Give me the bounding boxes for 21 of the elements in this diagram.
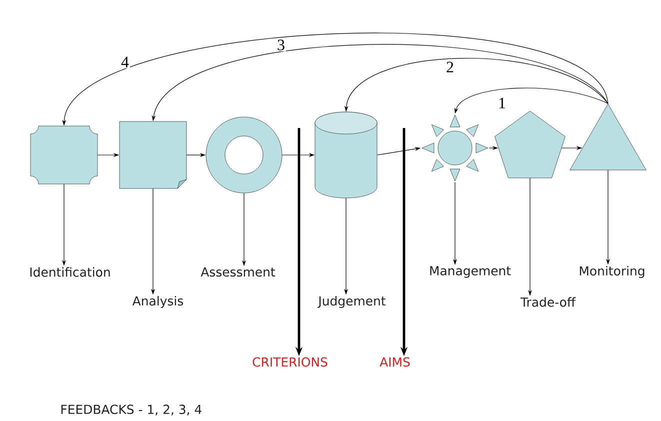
step-label: Identification xyxy=(30,267,110,277)
step-label: Assessment xyxy=(200,267,276,277)
requirement-label: CRITERIONS xyxy=(252,357,328,367)
folded-note-shape xyxy=(119,121,187,189)
step-label: Monitoring xyxy=(580,266,644,278)
edge-label: 2 xyxy=(445,60,455,74)
edge-label: 3 xyxy=(276,38,286,52)
edge-label: 4 xyxy=(120,56,130,68)
step-label: Management xyxy=(430,266,511,278)
step-label: Analysis xyxy=(132,296,184,308)
cylinder-shape xyxy=(314,112,378,198)
pentagon-shape xyxy=(494,110,566,178)
plaque-shape xyxy=(30,126,98,184)
step-label: Trade-off xyxy=(520,297,576,307)
edge-label: 1 xyxy=(497,96,507,110)
triangle-shape xyxy=(570,104,646,170)
ring-shape xyxy=(206,116,282,194)
sun-shape xyxy=(422,114,488,182)
requirement-label: AIMS xyxy=(380,357,410,367)
step-label: Judgement xyxy=(318,296,386,308)
note-text: FEEDBACKS - 1, 2, 3, 4 xyxy=(61,404,202,416)
